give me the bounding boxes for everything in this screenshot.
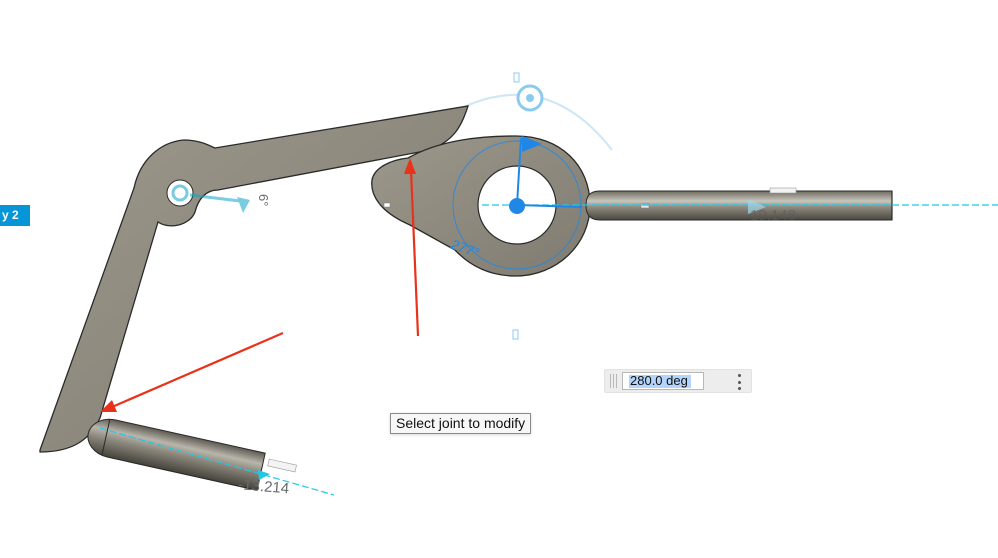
- top-marker: [513, 72, 520, 83]
- arc-drag-handle-dot: [526, 94, 534, 102]
- vertical-dots-icon[interactable]: [737, 374, 741, 390]
- right-dim-arrow: [748, 199, 766, 214]
- browser-tab-label[interactable]: y 2: [0, 205, 30, 226]
- right-shaft-label-box: [769, 187, 797, 194]
- rotation-flag-icon[interactable]: [522, 136, 542, 152]
- left-joint-glyph: [171, 184, 250, 213]
- tooltip: Select joint to modify: [390, 413, 532, 434]
- linkage-arm[interactable]: [39, 105, 469, 453]
- right-distance-label: -19.148: [745, 207, 796, 224]
- drag-grip-icon[interactable]: [610, 374, 618, 388]
- right-shaft-mark: [640, 203, 650, 209]
- bottom-dim-arrow: [258, 470, 270, 480]
- rotation-handle-stem: [516, 137, 522, 206]
- angle-value-box: 280.0 deg: [604, 369, 752, 393]
- rotation-axis-line: [516, 204, 583, 208]
- plate-mark: [383, 202, 391, 208]
- angle-input[interactable]: [622, 372, 704, 390]
- bottom-marker: [512, 329, 519, 340]
- arm-pivot-hole: [166, 179, 194, 207]
- annotation-arrow-up: [404, 158, 420, 337]
- bottom-pin-label-box: [267, 458, 297, 473]
- rotation-arc-ghost: [465, 93, 613, 151]
- bottom-distance-label: -13.214: [238, 476, 290, 497]
- joint-origin-icon[interactable]: [509, 198, 525, 214]
- rotation-ring[interactable]: [452, 140, 582, 270]
- bottom-joint-axis: [99, 427, 335, 496]
- annotation-arrow-left: [100, 331, 284, 412]
- left-angle-label: 6°: [256, 194, 271, 206]
